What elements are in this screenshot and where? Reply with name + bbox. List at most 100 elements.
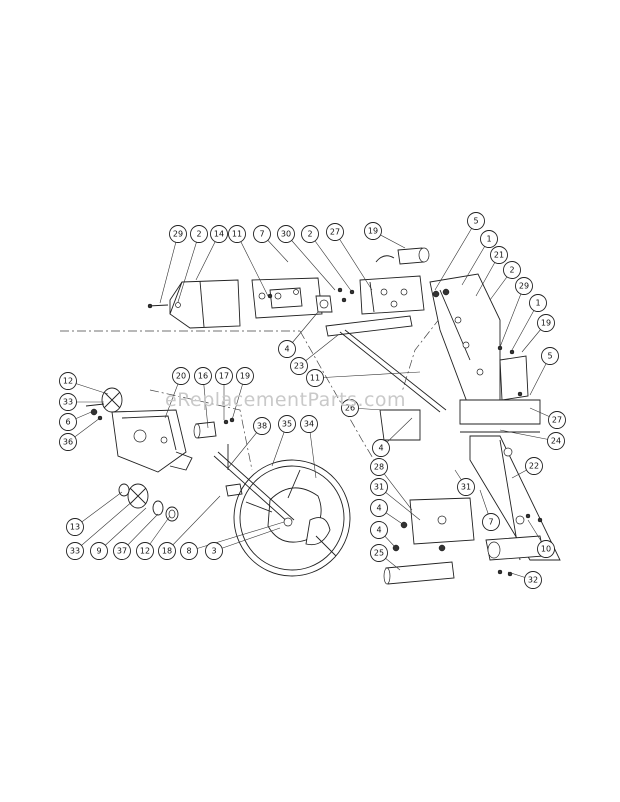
callout-leader bbox=[74, 491, 123, 528]
callout-label: 30 bbox=[281, 230, 291, 239]
callout-4: 4 bbox=[370, 499, 388, 517]
callout-leader bbox=[308, 423, 317, 479]
callout-label: 1 bbox=[486, 235, 491, 244]
callout-24: 24 bbox=[547, 432, 565, 450]
callout-label: 19 bbox=[240, 372, 250, 381]
callout-label: 4 bbox=[284, 345, 289, 354]
callout-leader bbox=[499, 285, 525, 348]
callout-23: 23 bbox=[290, 357, 308, 375]
callout-label: 1 bbox=[535, 299, 540, 308]
callout-leader bbox=[334, 231, 373, 291]
callout-17: 17 bbox=[215, 367, 233, 385]
callout-label: 36 bbox=[63, 438, 73, 447]
center-plate bbox=[337, 247, 430, 315]
callout-26: 26 bbox=[341, 399, 359, 417]
callout-label: 19 bbox=[368, 227, 378, 236]
callout-label: 33 bbox=[70, 547, 80, 556]
callout-label: 7 bbox=[488, 518, 493, 527]
callout-8: 8 bbox=[180, 542, 198, 560]
callout-label: 7 bbox=[259, 230, 264, 239]
callout-leader bbox=[511, 302, 539, 351]
callout-label: 2 bbox=[509, 266, 514, 275]
callout-label: 37 bbox=[117, 547, 127, 556]
callout-1: 1 bbox=[529, 294, 547, 312]
callout-label: 9 bbox=[96, 547, 101, 556]
callout-25: 25 bbox=[370, 544, 388, 562]
pivot-rod bbox=[383, 561, 455, 585]
callout-label: 34 bbox=[304, 420, 314, 429]
callout-leader bbox=[285, 233, 336, 291]
callout-leader bbox=[213, 527, 281, 552]
callout-7: 7 bbox=[482, 513, 500, 531]
callout-33: 33 bbox=[66, 542, 84, 560]
watermark: eReplacementParts.com bbox=[165, 389, 406, 411]
callout-35: 35 bbox=[278, 415, 296, 433]
callout-12: 12 bbox=[59, 372, 77, 390]
callout-label: 18 bbox=[162, 547, 172, 556]
callout-32: 32 bbox=[524, 571, 542, 589]
callout-label: 5 bbox=[473, 217, 478, 226]
steering-shaft bbox=[213, 444, 295, 525]
callout-7: 7 bbox=[253, 225, 271, 243]
callout-2: 2 bbox=[503, 261, 521, 279]
callout-22: 22 bbox=[525, 457, 543, 475]
upper-column-assembly bbox=[147, 277, 333, 329]
callout-label: 31 bbox=[461, 483, 471, 492]
callout-leader bbox=[166, 495, 221, 552]
callout-leader bbox=[227, 425, 263, 469]
callout-label: 32 bbox=[528, 576, 538, 585]
steering-wheel bbox=[233, 459, 351, 577]
callout-11: 11 bbox=[228, 225, 246, 243]
lower-gear-cluster bbox=[118, 483, 179, 522]
callout-label: 29 bbox=[519, 282, 529, 291]
callout-label: 31 bbox=[374, 483, 384, 492]
callout-1: 1 bbox=[480, 230, 498, 248]
callout-14: 14 bbox=[210, 225, 228, 243]
callout-label: 10 bbox=[541, 545, 551, 554]
callout-label: 28 bbox=[374, 463, 384, 472]
callout-label: 38 bbox=[257, 422, 267, 431]
callout-label: 4 bbox=[378, 444, 383, 453]
callout-10: 10 bbox=[537, 540, 555, 558]
callout-label: 21 bbox=[494, 251, 504, 260]
callout-leader bbox=[74, 499, 135, 552]
callout-label: 2 bbox=[196, 230, 201, 239]
callout-3: 3 bbox=[205, 542, 223, 560]
callout-label: 12 bbox=[140, 547, 150, 556]
callout-38: 38 bbox=[253, 417, 271, 435]
callout-label: 11 bbox=[232, 230, 242, 239]
callout-leader bbox=[309, 233, 353, 293]
callout-34: 34 bbox=[300, 415, 318, 433]
callout-2: 2 bbox=[190, 225, 208, 243]
callout-21: 21 bbox=[490, 246, 508, 264]
callout-5: 5 bbox=[467, 212, 485, 230]
callout-4: 4 bbox=[278, 340, 296, 358]
callout-13: 13 bbox=[66, 518, 84, 536]
callout-31: 31 bbox=[457, 478, 475, 496]
callout-label: 23 bbox=[294, 362, 304, 371]
callout-19: 19 bbox=[364, 222, 382, 240]
callout-4: 4 bbox=[370, 521, 388, 539]
callout-label: 5 bbox=[547, 352, 552, 361]
callout-label: 35 bbox=[282, 420, 292, 429]
callout-9: 9 bbox=[90, 542, 108, 560]
callout-20: 20 bbox=[172, 367, 190, 385]
callout-label: 14 bbox=[214, 230, 224, 239]
lower-frame bbox=[379, 399, 561, 577]
callout-leader bbox=[236, 233, 269, 297]
callout-leader bbox=[159, 233, 179, 304]
callout-leader bbox=[98, 507, 147, 552]
callout-16: 16 bbox=[194, 367, 212, 385]
callout-label: 16 bbox=[198, 372, 208, 381]
callout-label: 29 bbox=[173, 230, 183, 239]
callout-label: 33 bbox=[63, 398, 73, 407]
callout-label: 3 bbox=[211, 547, 216, 556]
callout-27: 27 bbox=[326, 223, 344, 241]
callout-label: 4 bbox=[376, 504, 381, 513]
callout-leader bbox=[188, 521, 285, 552]
callout-label: 27 bbox=[330, 228, 340, 237]
gear-box bbox=[111, 409, 235, 473]
callout-30: 30 bbox=[277, 225, 295, 243]
callout-label: 11 bbox=[310, 374, 320, 383]
